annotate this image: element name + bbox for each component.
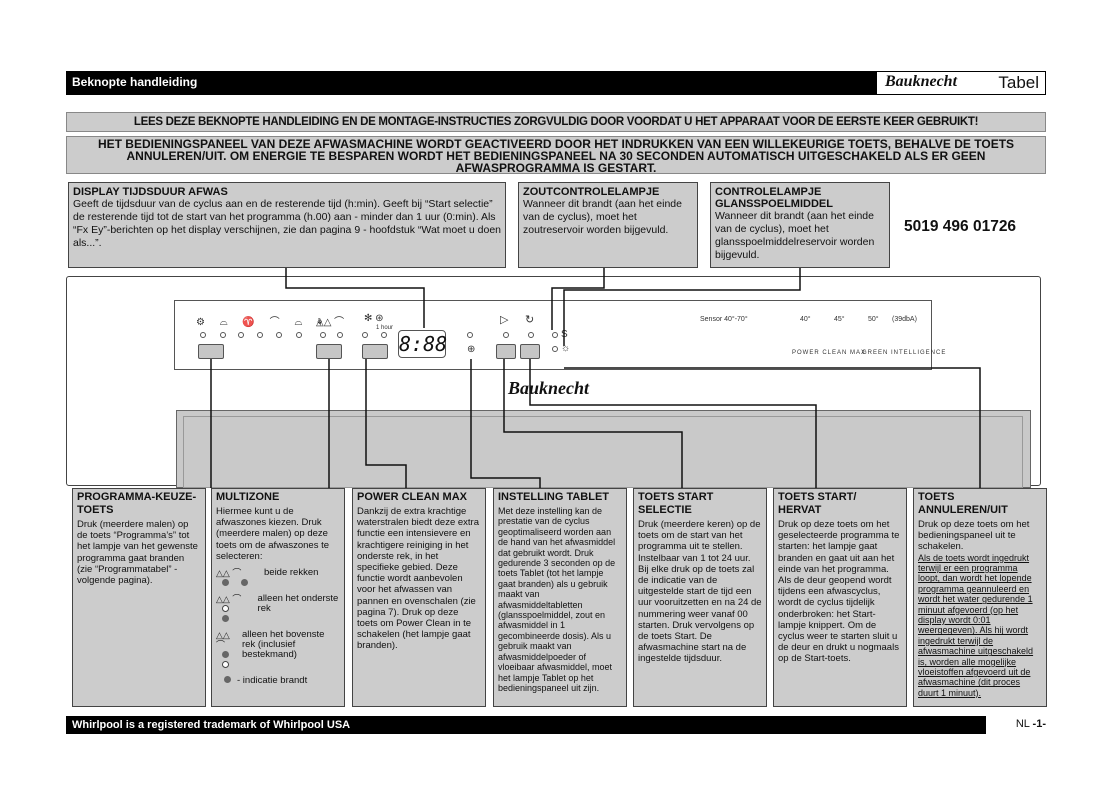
multizone-button[interactable] xyxy=(316,344,342,359)
starthervat-text: Druk op deze toets om het geselecteerde … xyxy=(778,519,900,665)
powerclean-icon: ✻ ⊛ xyxy=(364,313,384,324)
powerclean-text: Dankzij de extra krachtige waterstralen … xyxy=(357,506,479,652)
brand-logo: Bauknecht xyxy=(885,73,958,90)
page-number: -1- xyxy=(1032,718,1046,730)
salt-led xyxy=(552,332,558,338)
noise-label: (39dbA) xyxy=(892,316,917,323)
door-inner xyxy=(183,416,1023,488)
page-number-box: NL -1- xyxy=(986,716,1046,734)
multizone-title: MULTIZONE xyxy=(216,491,280,503)
multizone-option-both: △△ ⌒ beide rekken xyxy=(216,568,340,588)
powerclean-button[interactable] xyxy=(362,344,388,359)
multizone-icon: △△ ⌒ xyxy=(316,317,345,328)
brand-box: Bauknecht Tabel xyxy=(876,71,1046,95)
rinse-info-title: CONTROLELAMPJE GLANSSPOELMIDDEL xyxy=(715,186,833,210)
display-info-box: DISPLAY TIJDSDUUR AFWAS Geeft de tijdsdu… xyxy=(68,182,506,268)
start-icon: ▷ xyxy=(500,314,509,326)
salt-info-box: ZOUTCONTROLELAMPJE Wanneer dit brandt (a… xyxy=(518,182,698,268)
led xyxy=(467,332,473,338)
salt-info-title: ZOUTCONTROLELAMPJE xyxy=(523,186,660,198)
product-code: 5019 496 01726 xyxy=(904,218,1017,235)
door xyxy=(176,410,1031,488)
led xyxy=(337,332,343,338)
powerclean-box: POWER CLEAN MAX Dankzij de extra krachti… xyxy=(352,488,486,707)
time-display: 8:88 xyxy=(398,330,448,358)
starthervat-title: TOETS START/ HERVAT xyxy=(778,491,857,516)
tablet-icon: ⊕ xyxy=(467,344,476,355)
green-intelligence-logo: GREEN INTELLIGENCE xyxy=(862,350,947,356)
display-info-title: DISPLAY TIJDSDUUR AFWAS xyxy=(73,186,228,198)
sensor-label: Sensor 40°-70° xyxy=(700,316,748,323)
annuleren-underlined-text: Als de toets wordt ingedrukt terwijl er … xyxy=(918,552,1034,698)
annuleren-text: Druk op deze toets om het bedieningspane… xyxy=(918,519,1030,553)
led xyxy=(238,332,244,338)
indicatie-row: - indicatie brandt xyxy=(216,676,340,686)
multizone-option-both-label: beide rekken xyxy=(264,567,319,579)
both-racks-icon: △△ ⌒ xyxy=(216,568,260,588)
start-resume-button[interactable] xyxy=(520,344,540,359)
start-delay-button[interactable] xyxy=(496,344,516,359)
section-label: Tabel xyxy=(998,73,1039,92)
rinse-info-box: CONTROLELAMPJE GLANSSPOELMIDDEL Wanneer … xyxy=(710,182,890,268)
tablet-title: INSTELLING TABLET xyxy=(498,491,610,503)
temp-50: 50° xyxy=(868,316,879,323)
lower-rack-icon: △△ ⌒ xyxy=(216,594,254,624)
annuleren-box: TOETS ANNULEREN/UIT Druk op deze toets o… xyxy=(913,488,1047,707)
startselectie-box: TOETS START SELECTIE Druk (meerdere kere… xyxy=(633,488,767,707)
startselectie-text: Druk (meerdere keren) op de toets om de … xyxy=(638,519,762,665)
display-info-text: Geeft de tijdsduur van de cyclus aan en … xyxy=(73,198,502,249)
multizone-option-lower-label: alleen het onderste rek xyxy=(257,593,339,615)
led xyxy=(257,332,263,338)
multizone-option-lower: △△ ⌒ alleen het onderste rek xyxy=(216,594,340,624)
rinse-info-text: Wanneer dit brandt (aan het einde van de… xyxy=(715,210,875,261)
upper-rack-icon: △△ ⌒ xyxy=(216,630,238,670)
multizone-option-upper: △△ ⌒ alleen het bovenste rek (inclusief … xyxy=(216,630,340,670)
led xyxy=(362,332,368,338)
led xyxy=(528,332,534,338)
temp-45: 45° xyxy=(834,316,845,323)
powerclean-title: POWER CLEAN MAX xyxy=(357,491,467,503)
startselectie-title: TOETS START SELECTIE xyxy=(638,491,714,516)
indicatie-dot xyxy=(224,676,231,684)
tablet-text: Met deze instelling kan de prestatie van… xyxy=(498,506,616,693)
rinse-led xyxy=(552,346,558,352)
temp-40: 40° xyxy=(800,316,811,323)
led xyxy=(381,332,387,338)
programma-box: PROGRAMMA-KEUZE-TOETS Druk (meerdere mal… xyxy=(72,488,206,707)
tablet-box: INSTELLING TABLET Met deze instelling ka… xyxy=(493,488,627,707)
trademark-text: Whirlpool is a registered trademark of W… xyxy=(72,719,351,731)
multizone-option-upper-label: alleen het bovenste rek (inclusief beste… xyxy=(242,629,325,661)
indicatie-label: - indicatie brandt xyxy=(237,675,308,687)
led xyxy=(320,332,326,338)
programma-text: Druk (meerdere malen) op de toets “Progr… xyxy=(77,519,198,587)
document-title: Beknopte handleiding xyxy=(72,75,198,89)
multizone-box: MULTIZONE Hiermee kunt u de afwaszones k… xyxy=(211,488,345,707)
programma-title: PROGRAMMA-KEUZE-TOETS xyxy=(77,491,197,516)
program-button[interactable] xyxy=(198,344,224,359)
annuleren-title: TOETS ANNULEREN/UIT xyxy=(918,491,1008,516)
led xyxy=(276,332,282,338)
multizone-text: Hiermee kunt u de afwaszones kiezen. Dru… xyxy=(216,506,330,562)
program-icons: ⚙ ⌓ ♈ ⌒ ⌓ ⚘ xyxy=(196,317,329,328)
language-code: NL xyxy=(1015,718,1030,730)
footer-bar: Whirlpool is a registered trademark of W… xyxy=(66,716,1046,734)
salt-info-text: Wanneer dit brandt (aan het einde van de… xyxy=(523,198,682,236)
led xyxy=(296,332,302,338)
led xyxy=(220,332,226,338)
led xyxy=(503,332,509,338)
one-hour-icon: 1 hour xyxy=(376,325,394,331)
intro-banner: HET BEDIENINGSPANEEL VAN DEZE AFWASMACHI… xyxy=(66,136,1046,174)
starthervat-box: TOETS START/ HERVAT Druk op deze toets o… xyxy=(773,488,907,707)
led xyxy=(200,332,206,338)
warning-banner: LEES DEZE BEKNOPTE HANDLEIDING EN DE MON… xyxy=(66,112,1046,132)
cancel-icon: ↻ xyxy=(525,314,535,326)
panel-brand-logo: Bauknecht xyxy=(508,378,590,398)
powerclean-logo: POWER CLEAN MAX xyxy=(792,350,867,356)
header-bar: Beknopte handleiding Bauknecht Tabel xyxy=(66,71,1046,95)
rinse-icon: ☼ xyxy=(561,343,571,354)
